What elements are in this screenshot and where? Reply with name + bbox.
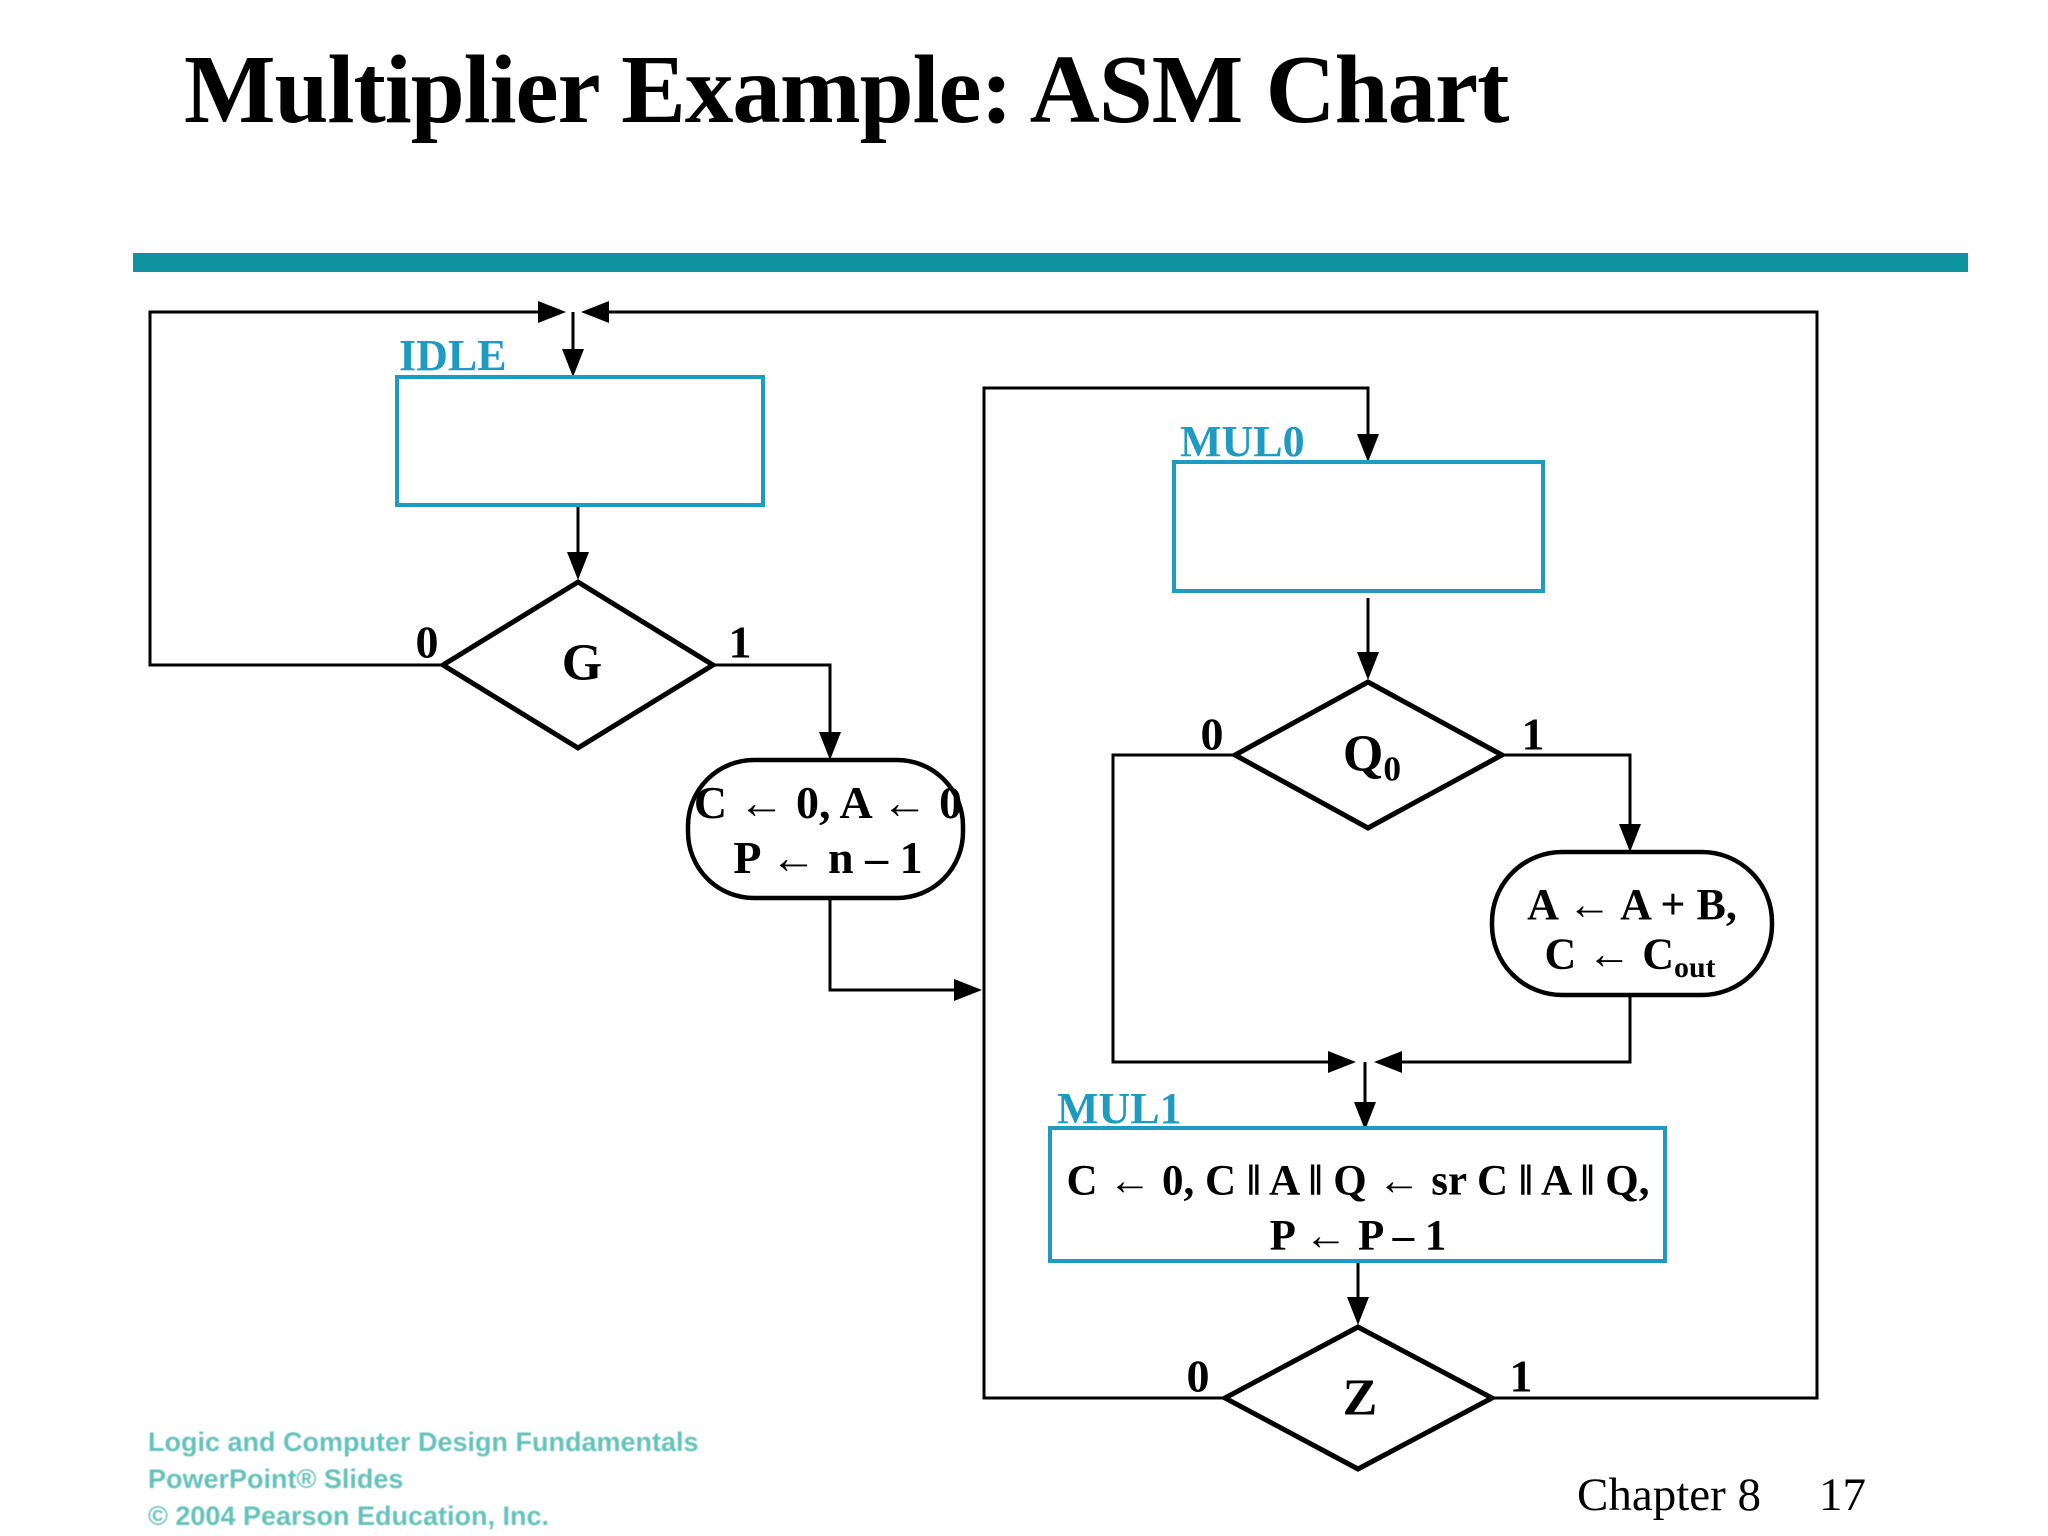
action-box-add xyxy=(1489,849,1775,998)
state-label-mul0: MUL0 xyxy=(1180,417,1305,466)
edge-g-false-loop xyxy=(148,310,540,667)
z-true-label: 1 xyxy=(1509,1350,1533,1402)
decision-label-q0: Q0 xyxy=(1343,725,1401,790)
z-false-label: 0 xyxy=(1186,1350,1210,1402)
decision-g xyxy=(438,579,718,751)
state-box-mul1 xyxy=(1048,1126,1667,1263)
arrowhead-into-junction2-left xyxy=(1328,1051,1356,1073)
decision-z xyxy=(1219,1324,1498,1472)
init-action-line1: C ← 0, A ← 0 xyxy=(693,776,963,828)
arrowhead-into-idle xyxy=(562,349,584,377)
decision-label-z: Z xyxy=(1342,1369,1378,1427)
flow-lines xyxy=(148,310,1819,1400)
arrowhead-into-junction-left xyxy=(538,301,566,323)
decision-label-g: G xyxy=(561,634,603,692)
add-action-line2: C ← Cout xyxy=(1544,929,1715,986)
edge-z-false-to-mul0 xyxy=(982,386,1370,1400)
add-action-line1: A ← A + B, xyxy=(1527,880,1737,930)
arrowhead-into-mul1 xyxy=(1354,1102,1376,1130)
mul1-action-line2: P ← P – 1 xyxy=(1269,1212,1447,1260)
page-number: 17 xyxy=(1819,1469,1867,1521)
edge-init-to-mul0-loop xyxy=(828,898,954,992)
add-line2-base: C ← C xyxy=(1544,929,1675,979)
arrowhead-into-z xyxy=(1347,1297,1369,1325)
decision-q0 xyxy=(1229,679,1508,831)
arrowhead-into-add xyxy=(1619,824,1641,852)
watermark-line2: PowerPoint® Slides xyxy=(148,1464,404,1494)
watermark-line1: Logic and Computer Design Fundamentals xyxy=(148,1427,699,1457)
g-false-label: 0 xyxy=(415,616,439,668)
arrowhead-into-g xyxy=(567,552,589,580)
mul1-action-line1: C ← 0, C ‖ A ‖ Q ← sr C ‖ A ‖ Q, xyxy=(1066,1157,1650,1205)
cout-subscript: out xyxy=(1674,951,1716,985)
init-action-line2: P ← n – 1 xyxy=(733,831,923,883)
edge-q0-true-to-add xyxy=(1502,753,1632,826)
g-true-label: 1 xyxy=(728,616,752,668)
arrowhead-into-junction2-right xyxy=(1374,1051,1402,1073)
page-title: Multiplier Example: ASM Chart xyxy=(184,36,1509,143)
arrowhead-into-q0 xyxy=(1357,652,1379,680)
arrowhead-into-init xyxy=(819,732,841,760)
chapter-label: Chapter 8 xyxy=(1577,1469,1762,1521)
edge-g-true-to-init xyxy=(713,663,832,734)
watermark-line3: © 2004 Pearson Education, Inc. xyxy=(148,1501,550,1531)
watermark: Logic and Computer Design Fundamentals P… xyxy=(148,1424,699,1535)
q0-false-label: 0 xyxy=(1200,708,1224,760)
edge-z-true-loop xyxy=(608,310,1819,1400)
arrowhead-into-mul0-loop xyxy=(954,979,982,1001)
q0-base: Q xyxy=(1342,725,1384,783)
state-label-idle: IDLE xyxy=(399,331,507,380)
edge-q0-false xyxy=(1111,753,1328,1064)
state-box-mul0 xyxy=(1172,460,1545,593)
action-box-init xyxy=(685,757,966,901)
arrowhead-into-mul0 xyxy=(1357,434,1379,462)
q0-subscript: 0 xyxy=(1383,748,1402,789)
arrowheads xyxy=(538,301,1641,1325)
divider-bar xyxy=(133,253,1968,272)
arrowhead-into-junction-right xyxy=(581,301,609,323)
state-box-idle xyxy=(395,375,765,507)
state-label-mul1: MUL1 xyxy=(1057,1084,1182,1133)
edge-add-to-junction xyxy=(1402,995,1632,1064)
chapter-footer: Chapter 8 17 xyxy=(1577,1468,1866,1522)
q0-true-label: 1 xyxy=(1521,708,1545,760)
